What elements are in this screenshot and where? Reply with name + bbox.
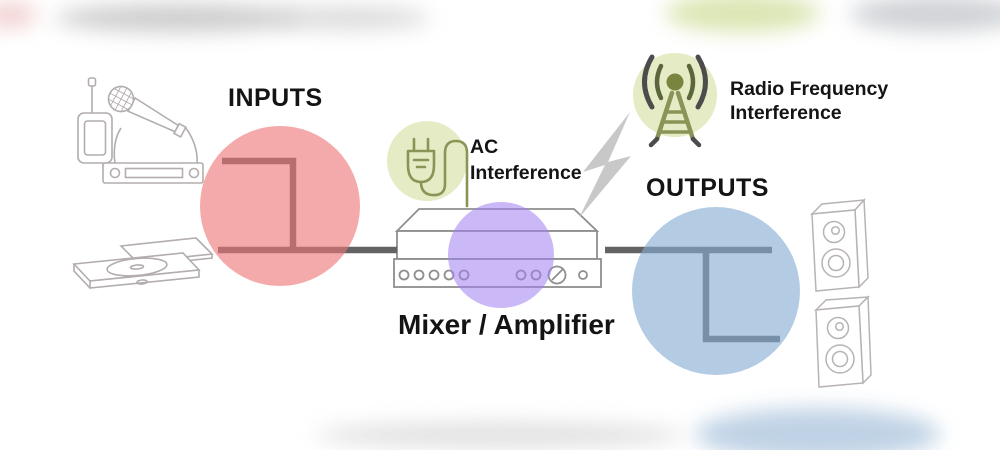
inputs-highlight-circle: [200, 126, 360, 286]
wireless-receiver-icon: [102, 126, 204, 184]
bodypack-transmitter-icon: [77, 77, 113, 164]
mixer-amplifier-label: Mixer / Amplifier: [398, 309, 615, 340]
microphone-icon: [107, 85, 187, 139]
speaker-icon: [814, 295, 872, 388]
cd-player-icon: [72, 237, 214, 289]
radio-tower-icon: [642, 54, 708, 148]
lightning-bolt-icon: [579, 112, 631, 218]
speaker-icon: [810, 198, 869, 292]
power-plug-icon: [406, 137, 469, 208]
rf-interference-label: Radio Frequency Interference: [730, 77, 888, 125]
ac-interference-label-line2: Interference: [470, 162, 582, 184]
rf-interference-circle: [633, 53, 717, 137]
outputs-label: OUTPUTS: [646, 174, 769, 202]
outputs-highlight-circle: [632, 207, 800, 375]
inputs-label: INPUTS: [228, 84, 323, 112]
ac-interference-label-line1: AC: [470, 136, 499, 158]
mixer-highlight-circle: [448, 202, 554, 308]
ac-interference-label: AC Interference: [470, 134, 582, 186]
rf-interference-label-line2: Interference: [730, 102, 842, 124]
rf-interference-label-line1: Radio Frequency: [730, 78, 889, 100]
